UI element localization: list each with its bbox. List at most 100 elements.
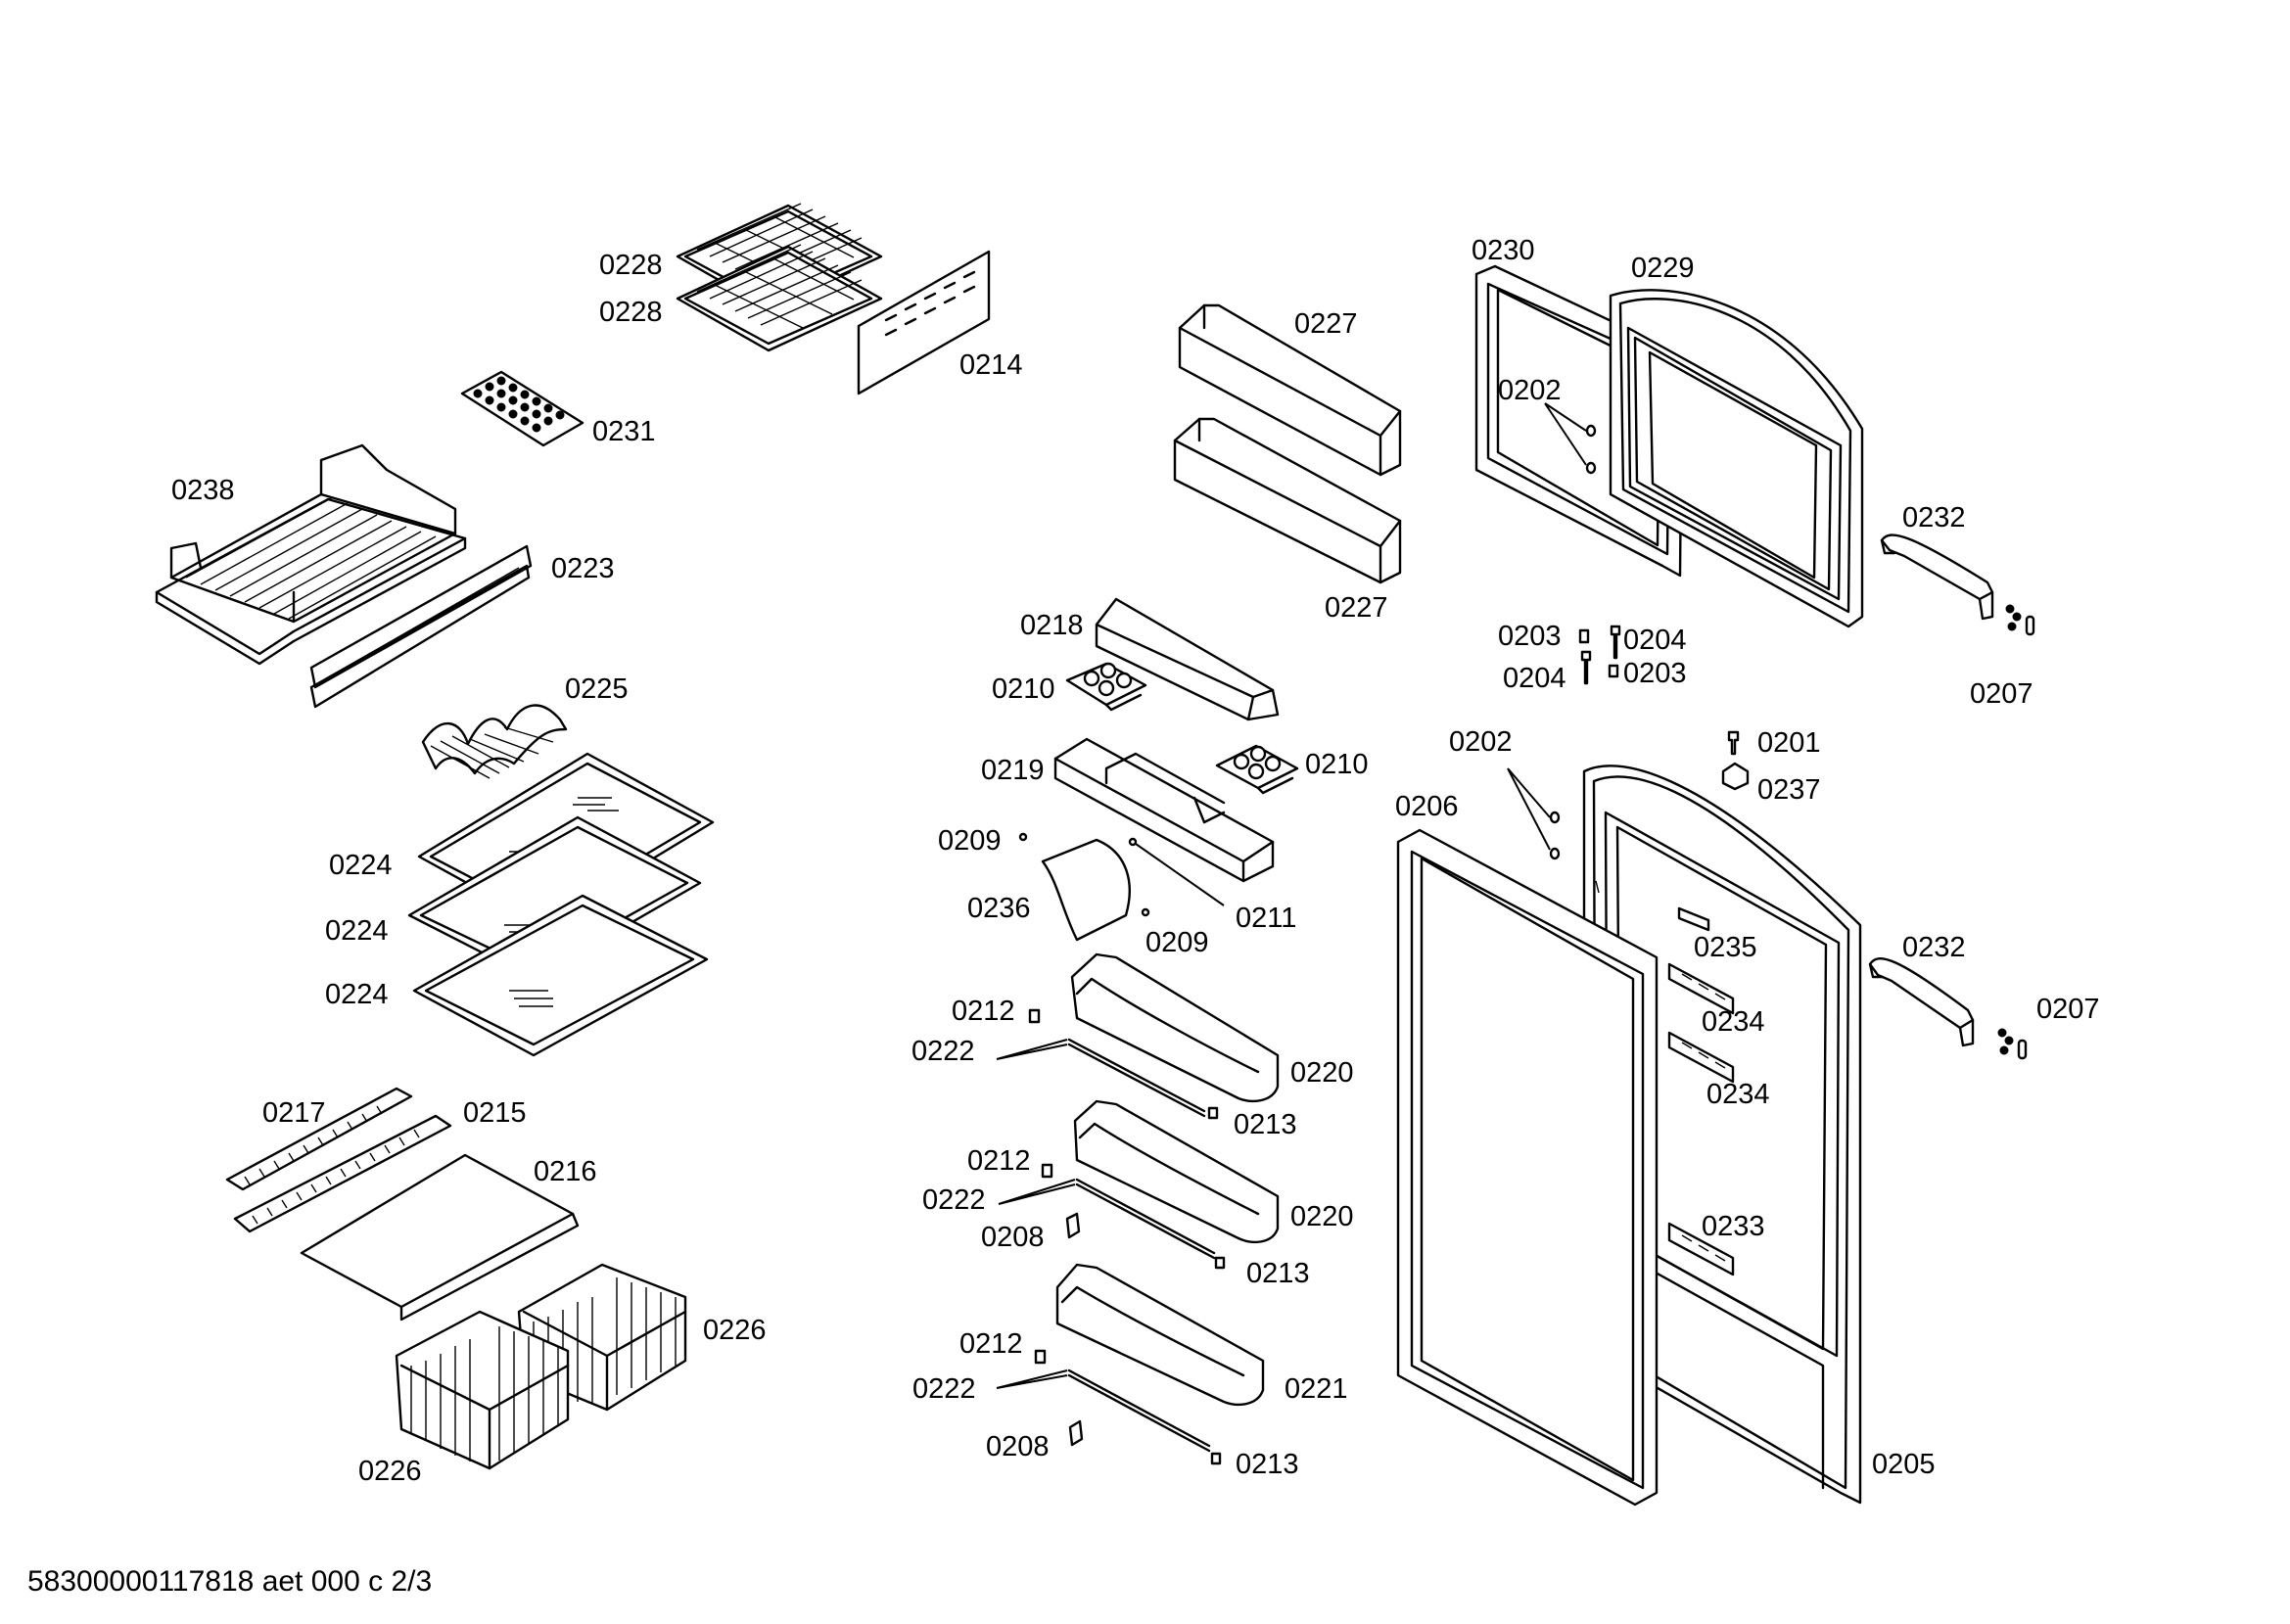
label-0238: 0238	[171, 475, 235, 506]
label-0223: 0223	[551, 553, 615, 584]
label-0237: 0237	[1757, 774, 1821, 806]
part-0237-hinge-block	[1721, 762, 1750, 791]
label-0210-left: 0210	[992, 673, 1055, 705]
part-0232-door-handle-upper	[1880, 534, 1994, 621]
document-code: 58300000117818 aet 000 c 2/3	[27, 1565, 432, 1598]
part-0207-screws-upper	[2005, 604, 2035, 636]
label-0207-upper: 0207	[1970, 678, 2033, 710]
part-0218-small-shelf	[1095, 597, 1280, 721]
label-0202-lower: 0202	[1449, 726, 1513, 758]
part-0234-shelf-support-upper	[1667, 962, 1735, 1015]
part-0202-screw-freezer-a	[1585, 424, 1597, 438]
part-0201-screw	[1727, 730, 1740, 756]
part-0202-screw-freezer-b	[1585, 461, 1597, 475]
part-0202-screw-fridge-b	[1549, 847, 1561, 860]
label-0213-a: 0213	[1234, 1109, 1297, 1140]
part-0224-glass-shelf-bottom	[412, 894, 709, 1057]
label-0208-b: 0208	[986, 1431, 1050, 1462]
label-0226-front: 0226	[358, 1456, 422, 1487]
part-0207-screws-lower	[1997, 1028, 2028, 1060]
part-0231-ice-tray	[460, 370, 584, 447]
part-0209-screw-upper	[1018, 832, 1028, 842]
label-0215: 0215	[463, 1097, 527, 1129]
label-0221: 0221	[1285, 1373, 1348, 1405]
label-0220-upper: 0220	[1290, 1057, 1354, 1089]
label-0232-lower: 0232	[1902, 932, 1966, 963]
label-0229: 0229	[1631, 253, 1695, 284]
label-0224-middle: 0224	[325, 915, 389, 947]
label-0209-upper: 0209	[938, 825, 1002, 857]
part-0208-bracket-b	[1068, 1419, 1084, 1447]
label-0213-b: 0213	[1246, 1258, 1310, 1289]
part-0217-strip	[225, 1087, 413, 1191]
label-0213-c: 0213	[1236, 1449, 1299, 1480]
part-0233-shelf-support-bottom	[1667, 1222, 1735, 1276]
part-0203-nut-upper	[1578, 628, 1590, 644]
label-0202-upper: 0202	[1498, 375, 1562, 406]
part-0234-shelf-support-lower	[1667, 1031, 1735, 1084]
label-0212-c: 0212	[959, 1328, 1023, 1360]
label-0236: 0236	[967, 893, 1031, 924]
label-0209-lower: 0209	[1145, 927, 1209, 958]
part-0210-egg-tray-left	[1065, 662, 1147, 712]
label-0201: 0201	[1757, 727, 1821, 759]
part-0213-end-cap-c	[1210, 1452, 1222, 1465]
label-0235: 0235	[1694, 932, 1757, 963]
label-0214: 0214	[959, 349, 1023, 381]
label-0220-lower: 0220	[1290, 1201, 1354, 1232]
label-0204-lower: 0204	[1503, 663, 1566, 694]
label-0211: 0211	[1236, 903, 1296, 934]
part-0204-bolt-upper	[1610, 625, 1621, 660]
label-0225: 0225	[565, 673, 629, 705]
part-0212-clip-b	[1041, 1163, 1053, 1179]
part-0226-basket-front	[395, 1310, 570, 1470]
label-0227-lower: 0227	[1325, 592, 1388, 624]
label-0217: 0217	[262, 1097, 326, 1129]
label-0204-upper: 0204	[1623, 625, 1687, 656]
part-0203-nut-lower	[1608, 664, 1619, 678]
part-0213-end-cap-b	[1214, 1256, 1226, 1270]
part-0216-shelf	[300, 1153, 580, 1322]
part-0221-door-balcony-bottom	[1055, 1263, 1265, 1453]
part-0215-strip	[233, 1114, 452, 1233]
label-0227-upper: 0227	[1294, 308, 1358, 340]
label-0222-c: 0222	[912, 1373, 976, 1405]
part-0229-freezer-door	[1609, 289, 1864, 628]
part-0227-bottle-rack-lower	[1173, 417, 1402, 584]
part-0223-flap	[309, 544, 533, 709]
part-0214-panel	[857, 250, 991, 395]
part-0232-door-handle-lower	[1868, 957, 1975, 1047]
label-0203-upper: 0203	[1498, 621, 1562, 652]
label-0210-right: 0210	[1305, 749, 1369, 780]
part-0225-bottle-holder	[421, 704, 568, 779]
part-0212-clip-a	[1028, 1008, 1041, 1024]
label-0230: 0230	[1472, 235, 1535, 266]
label-0203-lower: 0203	[1623, 658, 1687, 689]
part-0206-fridge-door-gasket	[1396, 828, 1659, 1507]
part-0204-bolt-lower	[1580, 650, 1592, 685]
part-0208-bracket-a	[1065, 1212, 1081, 1239]
label-0234-upper: 0234	[1702, 1006, 1765, 1038]
label-0218: 0218	[1020, 610, 1084, 641]
label-0233: 0233	[1702, 1211, 1765, 1242]
label-0224-bottom: 0224	[325, 979, 389, 1010]
part-0211-pin	[1128, 837, 1138, 847]
label-0212-a: 0212	[952, 996, 1015, 1027]
label-0216: 0216	[534, 1156, 597, 1187]
label-0207-lower: 0207	[2036, 994, 2100, 1025]
label-0228-upper: 0228	[599, 250, 663, 281]
label-0222-a: 0222	[911, 1036, 975, 1067]
part-0210-egg-tray-right	[1215, 744, 1299, 795]
part-0236-flap	[1041, 838, 1131, 942]
label-0228-lower: 0228	[599, 297, 663, 328]
label-0212-b: 0212	[967, 1145, 1031, 1177]
part-0213-end-cap-a	[1207, 1106, 1219, 1120]
part-0220-door-balcony-upper	[1067, 952, 1280, 1118]
label-0208-a: 0208	[981, 1222, 1045, 1253]
label-0232-upper: 0232	[1902, 502, 1966, 534]
part-0220-door-balcony-lower	[1073, 1099, 1280, 1260]
part-0227-bottle-rack-upper	[1178, 303, 1402, 477]
part-0212-clip-c	[1034, 1349, 1047, 1365]
part-0202-screw-fridge-a	[1549, 811, 1561, 824]
